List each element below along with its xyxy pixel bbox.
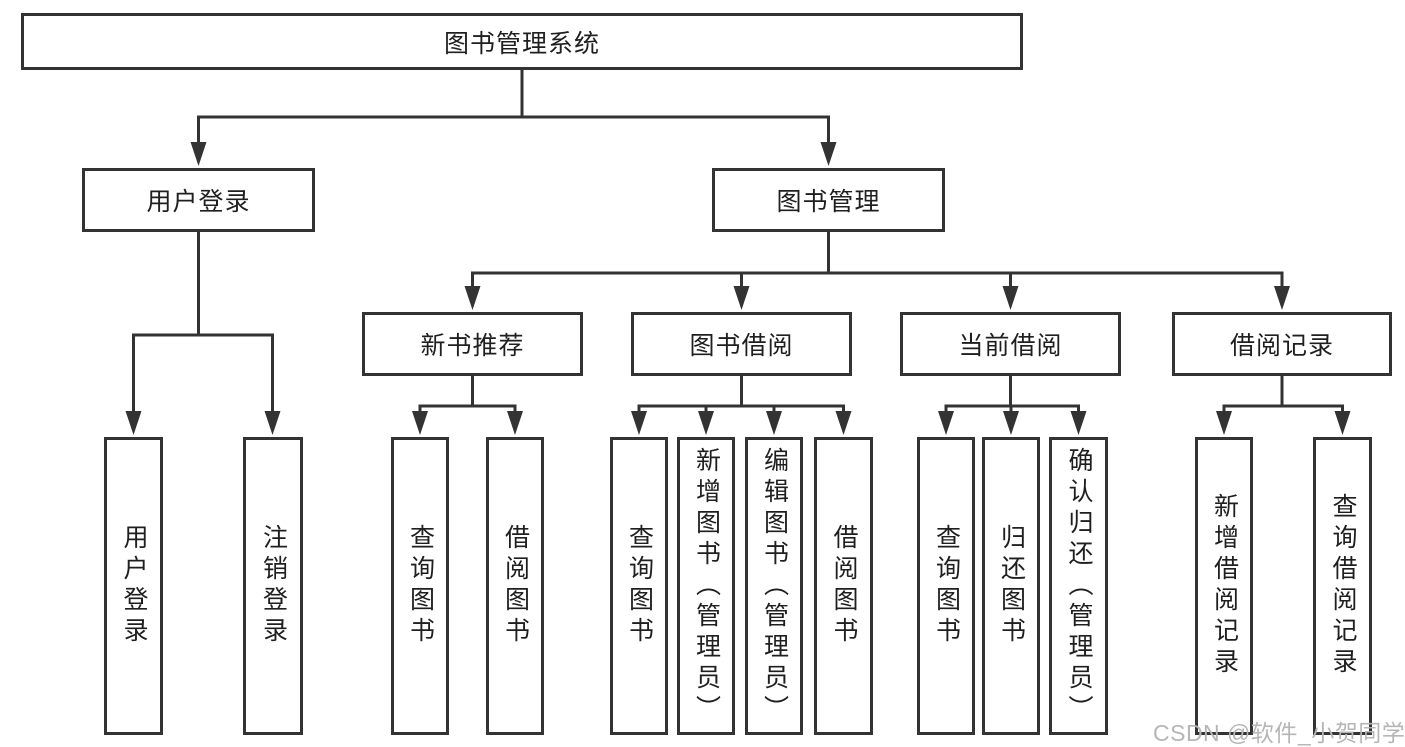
arrowhead-down-icon [1003,411,1019,435]
node-book-management: 图书管理 [712,168,945,232]
leaf-add-book-admin-label: 新增图书（管理员） [692,446,721,726]
leaf-confirm-return-admin: 确认归还（管理员） [1049,437,1108,735]
arrowhead-down-icon [125,411,142,435]
arrowhead-down-icon [1070,411,1087,435]
leaf-return-books-label: 归还图书 [997,524,1026,648]
arrowhead-down-icon [1002,286,1019,310]
arrowhead-down-icon [733,286,750,310]
connector-root [197,67,830,150]
node-new-book-recommend: 新书推荐 [362,312,583,376]
connector-new-book-recommend [418,374,517,419]
leaf-query-borrow-record: 查询借阅记录 [1313,437,1372,735]
arrowhead-down-icon [507,411,523,435]
arrowhead-down-icon [464,286,481,310]
leaf-query-books-borrow-label: 查询图书 [625,524,654,648]
arrowhead-down-icon [938,411,954,435]
watermark: CSDN @软件_小贺同学 [1153,720,1405,746]
arrowhead-down-icon [835,411,852,435]
leaf-query-books-current: 查询图书 [917,437,975,735]
node-borrow-records-label: 借阅记录 [1229,332,1334,360]
leaf-add-borrow-record: 新增借阅记录 [1195,437,1253,735]
arrowhead-down-icon [264,411,281,435]
arrowhead-down-icon [820,142,837,166]
leaf-add-book-admin: 新增图书（管理员） [677,437,735,735]
leaf-borrow-books: 借阅图书 [814,437,873,735]
leaf-borrow-books-label: 借阅图书 [830,524,858,648]
connector-book-management [471,230,1284,294]
leaf-confirm-return-admin-label: 确认归还（管理员） [1065,446,1093,726]
node-user-login: 用户登录 [82,168,315,232]
arrowhead-down-icon [1216,411,1232,435]
node-library-system: 图书管理系统 [21,13,1023,70]
node-book-borrow: 图书借阅 [631,312,852,376]
arrowhead-down-icon [190,142,207,166]
arrowhead-down-icon [412,411,428,435]
leaf-logout-label: 注销登录 [259,524,288,648]
leaf-user-login-label: 用户登录 [120,524,148,648]
node-library-system-label: 图书管理系统 [443,29,600,58]
node-user-login-label: 用户登录 [146,188,251,216]
node-current-borrow-label: 当前借阅 [958,332,1063,360]
leaf-query-borrow-record-label: 查询借阅记录 [1329,493,1357,679]
node-borrow-records: 借阅记录 [1172,312,1392,376]
leaf-query-books-recommend: 查询图书 [391,437,449,735]
leaf-return-books: 归还图书 [982,437,1040,735]
connector-borrow-records [1222,374,1344,419]
leaf-borrow-books-recommend: 借阅图书 [486,437,544,735]
connector-book-borrow [637,374,845,419]
leaf-query-books-borrow: 查询图书 [610,437,668,735]
arrowhead-down-icon [766,411,782,435]
leaf-edit-book-admin: 编辑图书（管理员） [745,437,803,735]
leaf-borrow-books-recommend-label: 借阅图书 [501,524,530,648]
leaf-edit-book-admin-label: 编辑图书（管理员） [760,446,789,726]
leaf-query-books-recommend-label: 查询图书 [406,524,435,648]
leaf-add-borrow-record-label: 新增借阅记录 [1210,493,1239,679]
node-new-book-recommend-label: 新书推荐 [420,332,525,360]
node-book-borrow-label: 图书借阅 [689,332,794,360]
arrowhead-down-icon [631,411,647,435]
node-current-borrow: 当前借阅 [900,312,1121,376]
connector-current-borrow [944,374,1080,419]
leaf-query-books-current-label: 查询图书 [932,524,961,648]
leaf-logout: 注销登录 [243,437,303,735]
arrowhead-down-icon [1334,411,1351,435]
node-book-management-label: 图书管理 [776,188,881,216]
leaf-user-login: 用户登录 [104,437,163,735]
arrowhead-down-icon [1274,286,1290,310]
arrowhead-down-icon [698,411,714,435]
connector-user-login [132,230,274,419]
